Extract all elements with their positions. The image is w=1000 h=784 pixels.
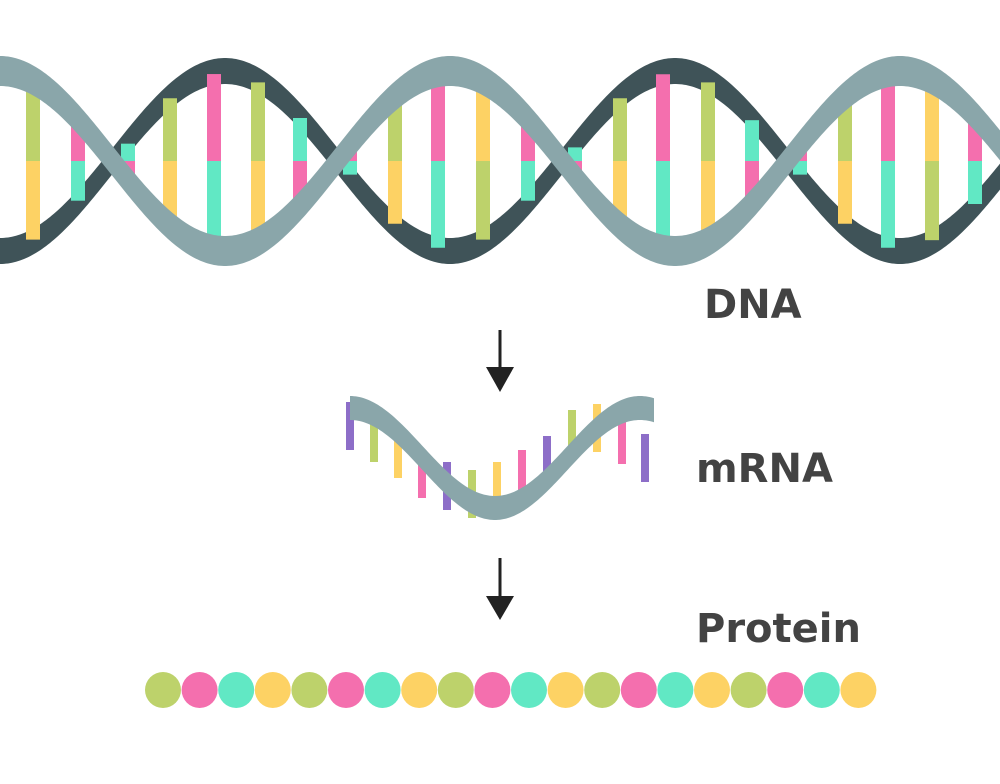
base-pair-bottom bbox=[388, 161, 402, 224]
amino-acid-pink bbox=[767, 672, 804, 708]
base-pair-top bbox=[925, 81, 939, 161]
base-pair-bottom bbox=[251, 161, 265, 240]
dna-label: DNA bbox=[704, 282, 802, 328]
amino-acid-yellow bbox=[547, 672, 584, 708]
base-pair-bottom bbox=[26, 161, 40, 240]
base-pair-top bbox=[613, 98, 627, 161]
base-pair-top bbox=[431, 74, 445, 161]
amino-acid-teal bbox=[364, 672, 401, 708]
base-pair-bottom bbox=[701, 161, 715, 240]
nucleotide bbox=[394, 430, 402, 478]
protein-label: Protein bbox=[696, 606, 861, 652]
base-pair-top bbox=[251, 82, 265, 161]
amino-acid-pink bbox=[474, 672, 511, 708]
protein-amino-acid-chain bbox=[145, 672, 877, 708]
amino-acid-pink bbox=[181, 672, 218, 708]
base-pair-top bbox=[881, 74, 895, 161]
base-pair-top bbox=[476, 82, 490, 161]
base-pair-bottom bbox=[968, 161, 982, 204]
amino-acid-green bbox=[145, 672, 181, 708]
base-pair-top bbox=[745, 120, 759, 161]
nucleotide bbox=[568, 410, 576, 458]
amino-acid-green bbox=[584, 672, 621, 708]
nucleotide bbox=[618, 416, 626, 464]
nucleotide bbox=[543, 436, 551, 484]
base-pair-top bbox=[293, 118, 307, 161]
base-pair-top bbox=[656, 74, 670, 161]
nucleotide bbox=[493, 462, 501, 510]
amino-acid-green bbox=[437, 672, 474, 708]
amino-acid-teal bbox=[511, 672, 547, 708]
amino-acid-teal bbox=[218, 672, 255, 708]
base-pair-top bbox=[163, 98, 177, 161]
amino-acid-yellow bbox=[401, 672, 438, 708]
nucleotide bbox=[641, 434, 649, 482]
amino-acid-yellow bbox=[840, 672, 877, 708]
amino-acid-teal bbox=[657, 672, 694, 708]
base-pair-top bbox=[121, 143, 135, 161]
dna-double-helix bbox=[0, 56, 1000, 266]
base-pair-bottom bbox=[881, 161, 895, 248]
base-pair-bottom bbox=[521, 161, 535, 201]
base-pair-bottom bbox=[431, 161, 445, 248]
base-pair-bottom bbox=[207, 161, 221, 248]
amino-acid-green bbox=[730, 672, 767, 708]
base-pair-top bbox=[26, 82, 40, 161]
amino-acid-yellow bbox=[694, 672, 730, 708]
amino-acid-green bbox=[291, 672, 328, 708]
amino-acid-pink bbox=[620, 672, 657, 708]
mrna-strand bbox=[346, 396, 654, 520]
arrow-down-icon bbox=[486, 330, 514, 392]
nucleotide bbox=[370, 414, 378, 462]
arrow-down-icon bbox=[486, 558, 514, 620]
amino-acid-teal bbox=[803, 672, 840, 708]
amino-acid-yellow bbox=[254, 672, 291, 708]
base-pair-top bbox=[701, 82, 715, 161]
base-pair-bottom bbox=[838, 161, 852, 224]
mrna-label: mRNA bbox=[696, 446, 833, 492]
base-pair-bottom bbox=[71, 161, 85, 201]
base-pair-top bbox=[207, 74, 221, 161]
amino-acid-pink bbox=[328, 672, 364, 708]
nucleotide bbox=[346, 402, 354, 450]
nucleotide bbox=[418, 450, 426, 498]
nucleotide bbox=[518, 450, 526, 498]
base-pair-bottom bbox=[476, 161, 490, 240]
base-pair-bottom bbox=[925, 161, 939, 241]
base-pair-bottom bbox=[656, 161, 670, 248]
